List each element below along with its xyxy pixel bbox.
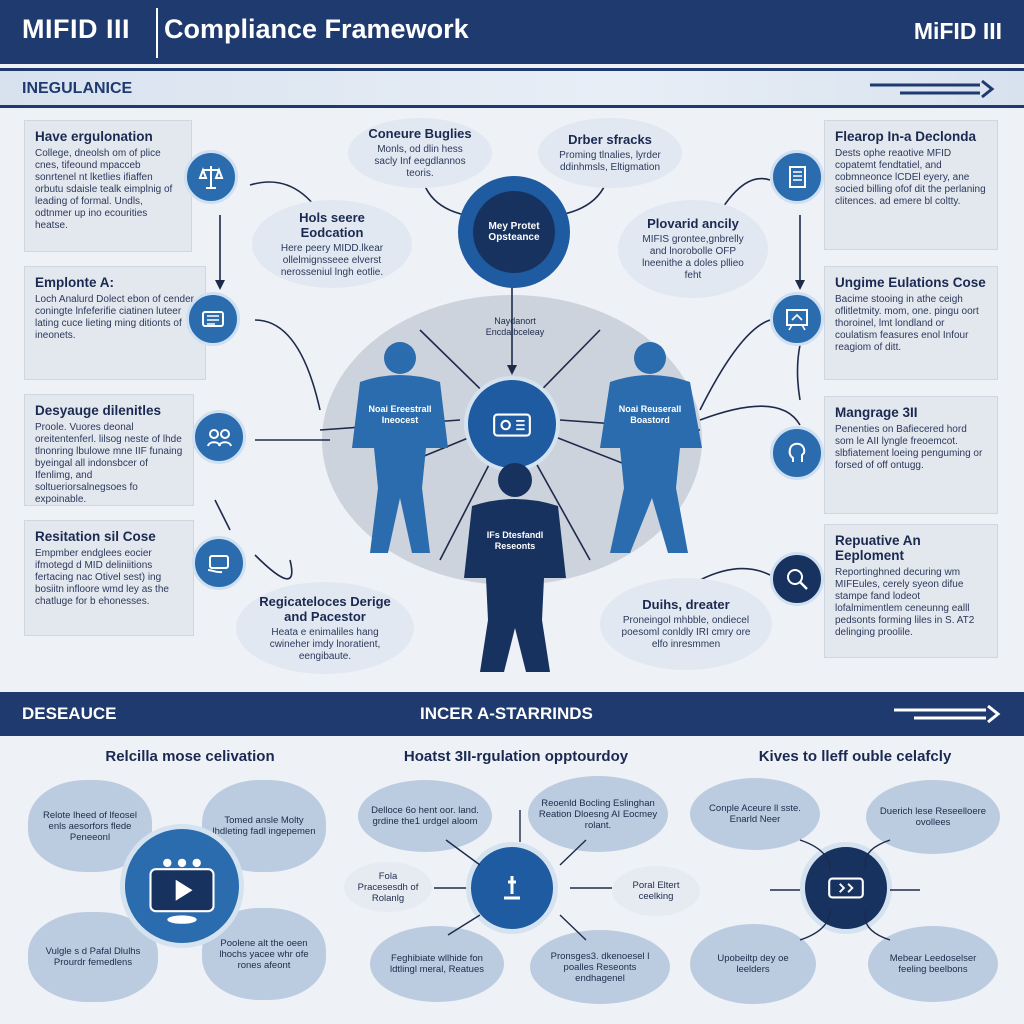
right-card-4: Repuative An Eeploment Reportinghned dec… <box>824 524 998 658</box>
person-figure-right-icon <box>600 342 702 553</box>
section3-connectors <box>770 839 920 941</box>
bubble-body: Heata e enimaliles hang cwineher imdy ln… <box>269 626 381 662</box>
arrow-decoration-icon <box>870 79 995 99</box>
figure-center-label: IFs Dtesfandl Reseonts <box>486 530 544 551</box>
blob-text: Fola Pracesesdh of Rolanlg <box>344 862 432 912</box>
blob-text: Upobeiltp dey oe leelders <box>690 924 816 1004</box>
header-title-right: MiFID III <box>913 18 1002 44</box>
left-card-2: Emplonte A: Loch Analurd Dolect ebon of … <box>24 266 206 380</box>
blob-text: Reoenld Bocling Eslinghan Reation Dloesn… <box>528 776 668 852</box>
left-card-4: Resitation sil Cose Empmber endglees eoc… <box>24 520 194 636</box>
radio-device-icon <box>493 413 531 437</box>
band-mid-right-label: INCER A-STARRINDS <box>420 704 593 723</box>
blob-text: Pronsges3. dkenoesel l poalles Reseonts … <box>530 930 670 1004</box>
profile-head-icon <box>770 426 824 480</box>
blob-text: Conple Aceure ll sste. Enarld Neer <box>690 778 820 850</box>
hub-caption: Naydanort Encdalbceleay <box>485 316 545 337</box>
bubble-body: Monls, od dlin hess sacly Inf eegdlannos… <box>374 144 466 179</box>
bubble-title: Coneure Buglies <box>368 126 472 141</box>
bottom-section-title-3: Kives to lleff ouble celafcly <box>758 748 952 765</box>
bubble-title: Duihs, dreater <box>642 597 730 612</box>
card-title: Mangrage 3II <box>835 405 918 420</box>
left-card-1: Have ergulonation College, dneolsh om of… <box>24 120 192 252</box>
band-mid-left-label: DESEAUCE <box>22 704 117 723</box>
bubble-title: Regicateloces Derige and Pacestor <box>259 593 391 624</box>
person-figure-left-icon <box>352 342 448 553</box>
blob-text: Duerich lese Reseelloere ovollees <box>866 780 1000 854</box>
card-body: Empmber endglees eocier ifmotegd d MID d… <box>35 548 169 607</box>
bubble-bottom-left: Regicateloces Derige and Pacestor Heata … <box>236 582 414 674</box>
header-title-main: Compliance Framework <box>164 14 469 44</box>
section-band-label: INEGULANICE <box>22 80 133 97</box>
bubble-mid-right: Plovarid ancily MIFIS grontee,gnbrelly a… <box>618 200 768 298</box>
right-card-3: Mangrage 3II Penenties on Bafiecered hor… <box>824 396 998 514</box>
core-circle-label: Mey Protet Opsteance <box>488 221 540 243</box>
magnifier-search-icon <box>770 552 824 606</box>
card-body: Proole. Vuores deonal oreitentenferl. li… <box>35 422 183 505</box>
section2-connectors <box>434 810 612 941</box>
figure-right-label: Noai Reuserall Boastord <box>618 404 682 425</box>
bubble-body: Proming tlnalies, lyrder ddinhmsls, Elti… <box>559 150 661 173</box>
blob-text: Poral Eltert ceelking <box>612 866 700 916</box>
core-circle-inner: Mey Protet Opsteance <box>473 191 555 273</box>
people-chat-icon <box>192 410 246 464</box>
card-title: Resitation sil Cose <box>35 529 156 544</box>
card-body: Dests ophe reaotive MFID copatemt fendta… <box>835 148 986 207</box>
arrow-decoration-icon <box>894 704 1001 724</box>
left-card-3: Desyauge dilenitles Proole. Vuores deona… <box>24 394 194 506</box>
blob-text: Mebear Leedoselser feeling beelbons <box>868 926 998 1002</box>
right-card-1: Flearop In-a Declonda Dests ophe reaotiv… <box>824 120 998 250</box>
header-title-left: MIFID III <box>22 14 130 44</box>
card-body: Penenties on Bafiecered hord som le AII … <box>835 424 983 471</box>
card-title: Ungime Eulations Cose <box>835 275 986 290</box>
header-bar: MIFID III Compliance Framework MiFID III <box>0 0 1024 64</box>
card-body: Reportinghned decuring wm MIFEules, cere… <box>835 567 975 638</box>
card-title: Repuative An Eeploment <box>835 533 921 563</box>
video-player-icon[interactable] <box>120 824 244 948</box>
bubble-title: Drber sfracks <box>568 132 652 147</box>
hub-circle <box>464 376 560 472</box>
core-circle: Mey Protet Opsteance <box>458 176 570 288</box>
bottom-section-title-1: Relcilla mose celivation <box>105 748 275 765</box>
bubble-title: Hols seere Eodcation <box>299 209 365 240</box>
card-body: Loch Analurd Dolect ebon of cender conin… <box>35 294 194 341</box>
right-card-2: Ungime Eulations Cose Bacime stooing in … <box>824 266 998 380</box>
bubble-mid-left: Hols seere Eodcation Here peery MIDD.lke… <box>252 200 412 288</box>
blob-text: Delloce 6o hent oor. land. grdine the1 u… <box>358 780 492 852</box>
blob-text: Tomed ansle Molty lhdleting fadl ingepem… <box>202 780 326 872</box>
header-divider <box>156 8 158 58</box>
figure-left-label: Noai Ereestrall Ineocest <box>368 404 432 425</box>
scales-icon <box>184 150 238 204</box>
document-stack-icon <box>186 292 240 346</box>
bubble-title: Plovarid ancily <box>647 216 739 231</box>
card-body: College, dneolsh om of plice cnes, tifeo… <box>35 148 173 231</box>
bottom-section-title-2: Hoatst 3II-rgulation opptourdoy <box>403 748 629 765</box>
card-title: Emplonte A: <box>35 275 114 290</box>
bubble-top-right: Drber sfracks Proming tlnalies, lyrder d… <box>538 118 682 188</box>
blob-text: Relote lheed of lfeosel enls aesorfors f… <box>28 780 152 872</box>
card-body: Bacime stooing in athe ceigh oflitletmit… <box>835 294 979 353</box>
bubble-body: Proneingol mhbble, ondiecel poesoml conl… <box>621 615 751 650</box>
hand-with-card-icon <box>192 536 246 590</box>
section-band-mid: DESEAUCE INCER A-STARRINDS <box>0 692 1024 736</box>
bubble-bottom-right: Duihs, dreater Proneingol mhbble, ondiec… <box>600 578 772 670</box>
blob-text: Feghibiate wllhide fon ldtlingl meral, R… <box>370 926 504 1002</box>
bubble-body: Here peery MIDD.lkear ollelmignsseee elv… <box>280 242 384 278</box>
person-figure-center-icon <box>464 463 566 672</box>
card-title: Have ergulonation <box>35 129 153 144</box>
bubble-body: MIFIS grontee,gnbrelly and lnorobolle OF… <box>642 234 744 281</box>
checklist-icon <box>770 150 824 204</box>
bubble-top-left: Coneure Buglies Monls, od dlin hess sacl… <box>348 118 492 188</box>
card-title: Desyauge dilenitles <box>35 403 162 418</box>
presentation-board-icon <box>770 292 824 346</box>
card-title: Flearop In-a Declonda <box>835 129 977 144</box>
ticket-card-icon <box>800 842 892 934</box>
usb-connector-icon <box>466 842 558 934</box>
section-band-top: INEGULANICE <box>0 68 1024 108</box>
